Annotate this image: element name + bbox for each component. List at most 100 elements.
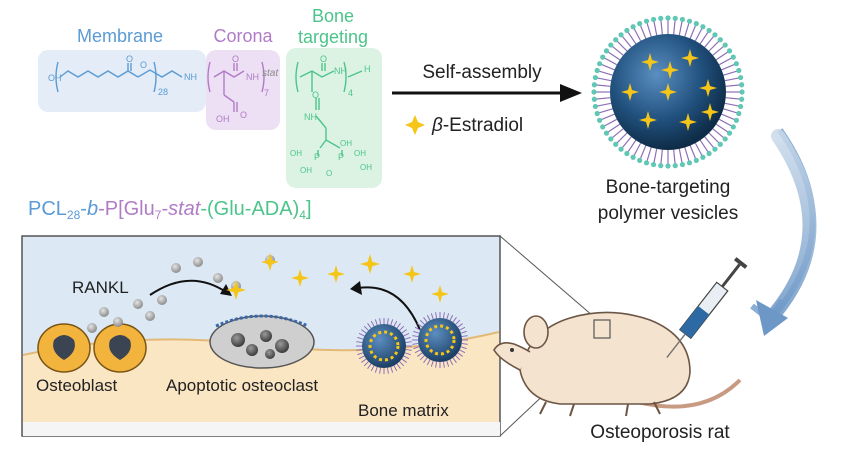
small-vesicle-chain	[361, 329, 367, 334]
bone-matrix-label: Bone matrix	[358, 401, 449, 420]
corona-chain	[704, 34, 716, 48]
bone-targeting-bead	[672, 15, 678, 21]
small-vesicle-chain	[457, 323, 463, 328]
membrane-label: Membrane	[77, 26, 163, 46]
small-vesicle-chain	[461, 342, 468, 345]
corona-chain	[652, 148, 658, 165]
corona-chain	[673, 149, 676, 166]
small-vesicle-chain	[374, 366, 378, 373]
estradiol-star	[291, 269, 309, 287]
bone-targeting-bead	[700, 154, 706, 160]
glu-ada-chain	[295, 61, 363, 156]
bone-targeting-bead	[739, 82, 745, 88]
corona-chain	[606, 50, 621, 61]
bone-targeting-bead	[665, 15, 671, 21]
small-vesicle-chain	[419, 319, 425, 325]
small-vesicle-chain	[399, 361, 405, 367]
bone-targeting-bead	[591, 82, 597, 88]
bone-targeting-bead	[592, 103, 599, 110]
bone-block-bg	[286, 48, 382, 188]
bone-targeting-bead	[637, 157, 643, 163]
apoptotic-fragment	[246, 344, 258, 356]
small-vesicle-chain	[403, 355, 410, 360]
small-vesicle-chain	[452, 317, 457, 323]
vesicle-caption-line1: Bone-targeting	[606, 177, 731, 198]
small-vesicle-chain	[457, 352, 463, 357]
release-arrow	[357, 286, 421, 331]
apoptotic-fragment	[260, 330, 272, 342]
small-vesicle-chain	[446, 313, 450, 320]
membrane-block-bg	[38, 50, 206, 112]
corona-chain	[599, 113, 615, 121]
ada-carbonyl-o: O	[320, 54, 327, 64]
estradiol-star	[327, 265, 345, 283]
corona-chain	[678, 148, 684, 165]
small-vesicle-chain	[358, 332, 365, 337]
rat-eye	[510, 348, 514, 352]
small-vesicle-chain	[459, 326, 466, 331]
name-glu-sub: 7	[155, 208, 162, 222]
corona-chain	[723, 108, 739, 115]
small-vesicle-chain	[367, 323, 372, 329]
ada-amide-nh: NH	[304, 112, 317, 122]
corona-chain	[694, 142, 704, 158]
bone-targeting-bead	[722, 42, 728, 48]
small-vesicle-chain	[396, 323, 401, 329]
corona-chain	[606, 123, 621, 134]
corona-chain	[597, 108, 613, 115]
vesicle-corona-chains	[591, 15, 745, 169]
bone-targeting-bead	[618, 32, 624, 38]
estradiol-star-icon	[405, 115, 425, 135]
bone-targeting-bead	[672, 163, 678, 169]
bone-targeting-bead	[739, 96, 745, 102]
phosphonate-o1: O	[326, 169, 332, 178]
bone-targeting-bead	[600, 124, 606, 130]
estradiol-star	[699, 79, 717, 97]
small-vesicle-chain	[393, 320, 398, 327]
small-vesicle-chain	[404, 352, 411, 356]
phosphonate-oh5: OH	[340, 139, 352, 148]
corona-chain	[694, 26, 704, 42]
corona-chain	[599, 63, 615, 71]
bone-targeting-bead	[600, 54, 606, 60]
bone-targeting-bead	[733, 61, 739, 67]
bone-targeting-bead	[712, 146, 718, 152]
small-vesicle-chain	[423, 357, 428, 363]
small-vesicle-chain	[442, 312, 445, 319]
ada-amide-o: O	[312, 90, 319, 100]
glu-nh: NH	[246, 72, 259, 82]
small-vesicle-chain	[393, 365, 398, 372]
small-vesicle-chain	[419, 355, 425, 361]
small-vesicle-chain	[379, 318, 382, 325]
bone-targeting-bead	[665, 163, 671, 169]
small-vesicle-chain	[357, 352, 364, 356]
osteoblast-label: Osteoblast	[36, 376, 118, 395]
corona-chain	[645, 21, 652, 37]
small-vesicle-chain	[401, 358, 407, 363]
rankl-label: RANKL	[72, 278, 129, 297]
small-vesicle-chain	[386, 318, 389, 325]
corona-chain	[725, 84, 742, 87]
small-vesicle-chain	[367, 363, 372, 369]
corona-chain	[620, 34, 632, 48]
corona-chain	[639, 23, 647, 39]
apoptotic-fragment	[231, 333, 245, 347]
ada-repeat-count: 4	[348, 88, 353, 98]
bound-vesicles	[356, 312, 468, 374]
small-vesicle-chain	[396, 363, 401, 369]
bone-targeting-bead	[679, 161, 686, 168]
corona-chain	[723, 69, 739, 76]
bone-targeting-bead	[733, 117, 739, 123]
corona-chain	[615, 39, 628, 52]
corona-chain	[699, 139, 710, 154]
estradiol-star	[360, 254, 380, 274]
bone-targeting-bead	[603, 48, 610, 54]
corona-chain	[610, 128, 624, 140]
bone-targeting-bead	[726, 130, 733, 136]
bone-targeting-label-line2: targeting	[298, 27, 368, 47]
polymer-vesicle	[591, 15, 745, 169]
small-vesicle	[362, 324, 406, 368]
corona-chain	[725, 97, 742, 100]
small-vesicle-chain	[370, 365, 375, 372]
bone-targeting-bead	[597, 117, 603, 123]
